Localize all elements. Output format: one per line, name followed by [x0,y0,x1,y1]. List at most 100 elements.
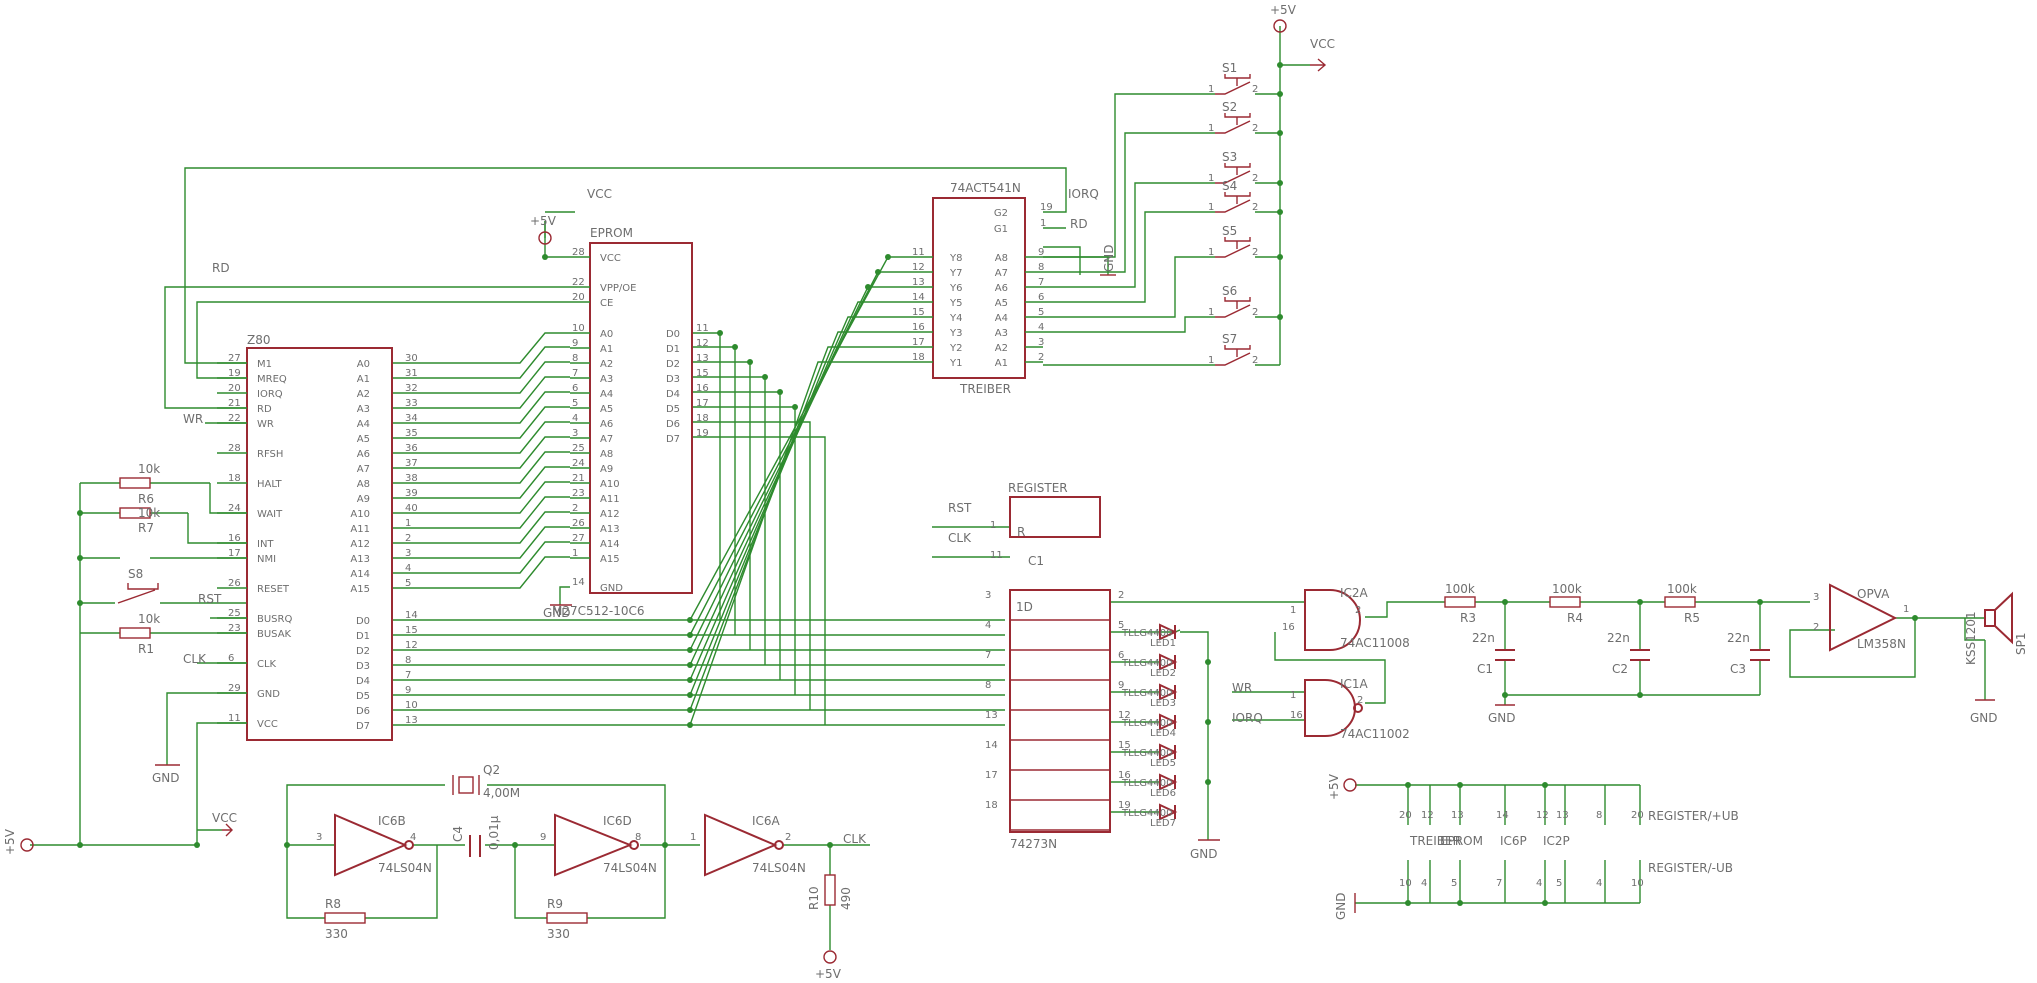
eprom-addr-name: A7 [600,434,613,445]
z80-addr-name: A7 [357,464,370,475]
power-symbol [538,231,552,245]
eprom-addr-name: A13 [600,524,620,535]
label-p5v: +5V [1270,3,1297,17]
eprom-addr-number: 21 [572,473,585,484]
ic6a-part: 74LS04N [752,861,806,875]
eprom-addr-number: 1 [572,548,578,559]
label-gnd: GND [1970,711,1998,725]
eprom-ctrl-number: 28 [572,247,585,258]
eprom-addr-name: A14 [600,539,620,550]
z80-addr-number: 3 [405,548,411,559]
ic2a-part: 74AC11008 [1340,636,1410,650]
buffer-y-name: Y8 [949,253,962,264]
buffer-y-name: Y4 [949,313,962,324]
r6-ref: R6 [138,492,154,506]
signal-rst: RST [198,592,222,606]
wiring [30,26,1986,950]
eprom-addr-name: A3 [600,374,613,385]
eprom-data-name: D5 [666,404,680,415]
buffer-y-number: 18 [912,352,925,363]
switch-ref: S3 [1222,150,1237,164]
r4-ref: R4 [1567,611,1583,625]
gate-pin-number: 2 [1357,695,1363,706]
c2-value: 22n [1607,631,1630,645]
eprom-part: M27C512-10C6 [552,604,645,618]
z80-pin-name: M1 [257,359,272,370]
vcc-arrow [222,823,233,837]
buffer-gate-name: G1 [994,224,1008,235]
z80-addr-number: 36 [405,443,418,454]
buffer-a-name: A7 [995,268,1008,279]
eprom-addr-number: 4 [572,413,578,424]
switch-pin: 2 [1252,355,1258,366]
buffer-gate-number: 1 [1040,218,1046,229]
led-ref: LED4 [1150,728,1176,739]
gate-pin-number: 2 [785,832,791,843]
r3-value: 100k [1445,582,1475,596]
buffer-y-number: 13 [912,277,925,288]
q2-value: 4,00M [483,786,520,800]
c4-value: 0,01µ [487,815,501,850]
buffer-a-name: A2 [995,343,1008,354]
pb-label-treiber: TREIBER [1409,834,1461,848]
eprom-addr-name: A15 [600,554,620,565]
z80-data-number: 8 [405,655,411,666]
ic6a-ref: IC6A [752,814,781,828]
buffer-a-name: A1 [995,358,1008,369]
eprom-addr-number: 10 [572,323,585,334]
buffer-y-name: Y5 [949,298,962,309]
pb-minus: REGISTER/-UB [1648,861,1733,875]
c3-ref: C3 [1730,662,1746,676]
inverter-ic6d [554,813,633,877]
switch-ref: S2 [1222,100,1237,114]
z80-addr-number: 4 [405,563,411,574]
z80-addr-name: A10 [350,509,370,520]
eprom-data-number: 13 [696,353,709,364]
pb-pin-bottom: 5 [1556,878,1562,889]
crystal-q2 [458,776,474,794]
eprom-ctrl-name: VPP/OE [600,283,636,294]
led-part: TLLG4400 [1121,808,1172,819]
switch [1215,74,1251,95]
r6-value: 10k [138,462,160,476]
register-clock: C1 [1028,554,1044,568]
label-vcc: VCC [587,187,612,201]
led [1159,773,1178,791]
gate-pin-number: 16 [1282,622,1295,633]
led-ref: LED2 [1150,668,1176,679]
power-symbol [1343,778,1357,792]
z80-addr-name: A5 [357,434,370,445]
eprom-addr-name: A6 [600,419,613,430]
buffer-a-number: 4 [1038,322,1044,333]
signal-clk: CLK [183,652,207,666]
eprom-data-number: 11 [696,323,709,334]
r8-value: 330 [325,927,348,941]
resistor-r5 [1664,596,1696,608]
z80-data-number: 14 [405,610,418,621]
z80-pin-name: INT [257,539,274,550]
switch-pin: 2 [1252,123,1258,134]
signal-clk: CLK [948,531,972,545]
z80-pin-number: 24 [228,503,241,514]
r8-ref: R8 [325,897,341,911]
switch-pin: 1 [1208,173,1214,184]
component-bodies [20,19,2013,964]
buffer-y-name: Y7 [949,268,962,279]
r9-ref: R9 [547,897,563,911]
eprom-data-number: 19 [696,428,709,439]
switch-ref: S7 [1222,332,1237,346]
register-out-number: 15 [1118,740,1131,751]
register-pin-number: 11 [990,550,1003,561]
signal-rst: RST [948,501,972,515]
led [1159,713,1178,731]
register-out-number: 12 [1118,710,1131,721]
pb-pin-bottom: 4 [1536,878,1542,889]
switch [1215,297,1251,318]
label-gnd: GND [1190,847,1218,861]
z80-addr-number: 40 [405,503,418,514]
r1-value: 10k [138,612,160,626]
r1-ref: R1 [138,642,154,656]
buffer-y-number: 14 [912,292,925,303]
switch-pin: 2 [1252,202,1258,213]
signal-iorq: IORQ [1232,711,1263,725]
